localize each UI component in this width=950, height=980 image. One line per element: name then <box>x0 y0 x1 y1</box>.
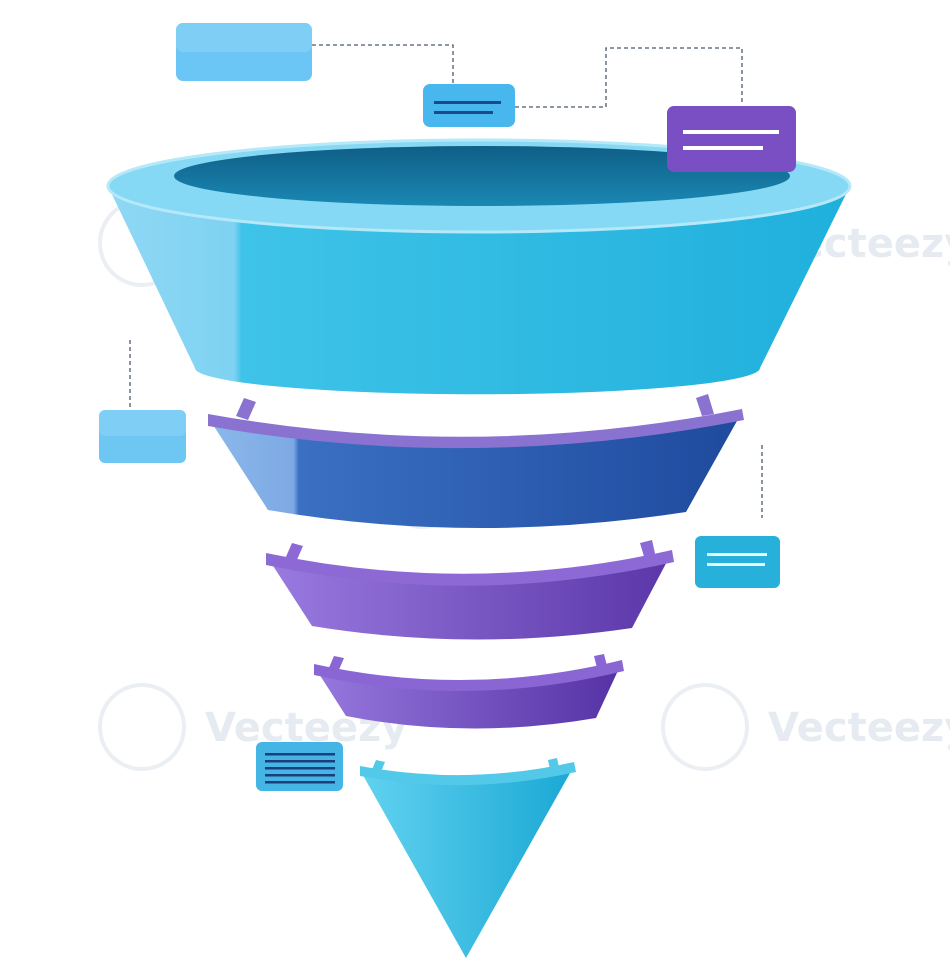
callout-6-box <box>256 742 343 791</box>
watermark-text: Vecteezy <box>768 705 950 751</box>
funnel-stage-1-opening <box>174 146 790 206</box>
callout-6-line <box>265 774 335 777</box>
funnel-stage-1-body <box>108 186 850 395</box>
funnel-stage-4-rim <box>314 660 624 692</box>
callout-6-line <box>265 781 335 784</box>
callout-3-line <box>683 130 779 134</box>
funnel-stage-5-body <box>360 766 574 958</box>
funnel-stage-3-tab-left <box>285 543 303 562</box>
callout-5-box <box>695 536 780 588</box>
funnel-stage-1-rim-highlight <box>106 138 852 234</box>
funnel-stage-5-rim <box>360 762 576 786</box>
funnel-stage-1 <box>106 138 852 395</box>
funnel-stage-4-tab-right <box>594 654 608 672</box>
callout-3-line <box>683 146 763 150</box>
watermark-logo-icon <box>98 683 186 771</box>
funnel-stage-3 <box>266 540 674 640</box>
funnel-stage-5-tab-left <box>371 760 385 774</box>
funnel-stage-2-tab-left <box>236 398 256 420</box>
callout-6-line <box>265 767 335 770</box>
funnel-stage-2 <box>208 394 744 529</box>
connector-lines <box>129 44 763 518</box>
callout-6-line <box>265 753 335 756</box>
funnel-stage-5 <box>360 758 576 958</box>
callout-1 <box>176 23 312 81</box>
callout-6-line <box>265 760 335 763</box>
callout-4 <box>99 410 186 463</box>
connector-line <box>312 44 454 85</box>
funnel-stage-2-tab-right <box>696 394 714 416</box>
funnel-stage-3-tab-right <box>640 540 656 560</box>
callout-2-line <box>434 101 501 104</box>
funnel-stage-4 <box>314 654 624 729</box>
callout-3-box <box>667 106 796 172</box>
funnel-stage-5-tab-right <box>548 758 560 774</box>
connector-line <box>515 47 743 108</box>
callout-1-box-highlight <box>176 23 312 52</box>
callout-5-line <box>707 563 765 566</box>
funnel-stage-4-tab-left <box>328 656 344 672</box>
callout-5 <box>695 536 780 588</box>
callout-2 <box>423 84 515 127</box>
funnel-stage-3-rim <box>266 550 674 586</box>
callout-2-line <box>434 111 493 114</box>
callout-5-line <box>707 553 767 556</box>
callout-2-box <box>423 84 515 127</box>
callout-6 <box>256 742 343 791</box>
watermark-logo-icon <box>661 683 749 771</box>
callout-3 <box>667 106 796 172</box>
callout-4-box-highlight <box>99 410 186 436</box>
funnel-stage-2-rim <box>208 409 744 449</box>
